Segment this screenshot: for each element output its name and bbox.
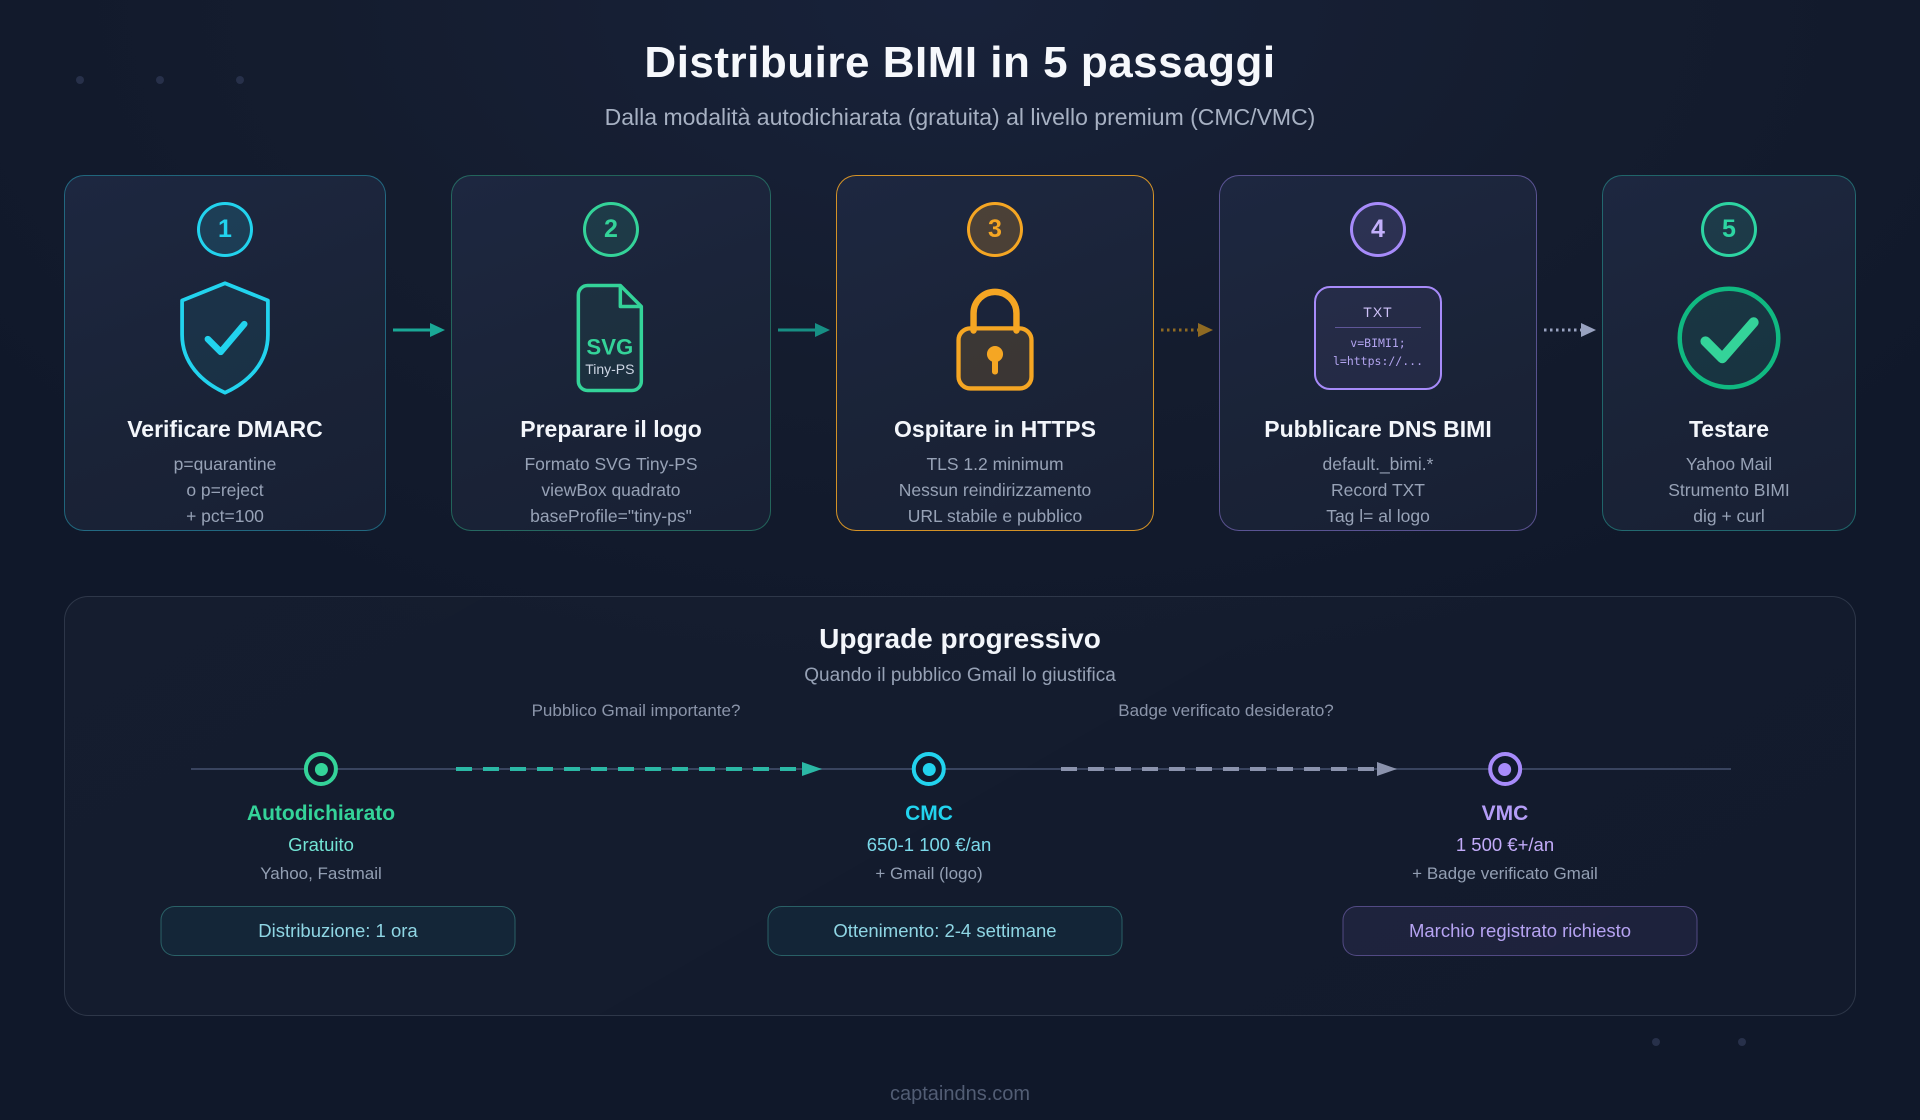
step-title: Testare bbox=[1688, 416, 1770, 443]
step-description: TLS 1.2 minimum Nessun reindirizzamento … bbox=[898, 454, 1092, 527]
stage-price: Gratuito bbox=[288, 834, 354, 855]
arrow-right-icon bbox=[1543, 323, 1596, 337]
step-icon-zone bbox=[943, 265, 1047, 410]
decorative-dot bbox=[1738, 1038, 1746, 1046]
svg-file-icon: SVG Tiny-PS bbox=[576, 283, 644, 392]
stage-note: + Gmail (logo) bbox=[875, 864, 983, 883]
timeline-node-icon bbox=[1487, 752, 1522, 786]
step-card-preparare-logo: 2 SVG Tiny-PS Preparare il logo Formato … bbox=[451, 175, 771, 531]
step-title: Pubblicare DNS BIMI bbox=[1264, 416, 1492, 443]
step-number-badge: 4 bbox=[1350, 202, 1406, 258]
step-icon-zone bbox=[173, 265, 277, 410]
stage-badge-ottenimento: Ottenimento: 2-4 settimane bbox=[767, 906, 1123, 956]
stage-cmc: CMC 650-1 100 €/an + Gmail (logo) bbox=[867, 752, 991, 884]
step-icon-zone: SVG Tiny-PS bbox=[569, 265, 653, 410]
stage-vmc: VMC 1 500 €+/an + Badge verificato Gmail bbox=[1412, 752, 1598, 884]
dns-record-type: TXT bbox=[1363, 304, 1393, 321]
decorative-dot bbox=[1652, 1038, 1660, 1046]
dashed-arrow-right-icon bbox=[1061, 762, 1397, 776]
svg-file-sublabel: Tiny-PS bbox=[585, 361, 634, 377]
dns-record-value-line: v=BIMI1; bbox=[1350, 336, 1406, 351]
timeline-node-icon bbox=[303, 752, 338, 786]
page-subtitle: Dalla modalità autodichiarata (gratuita)… bbox=[604, 104, 1316, 130]
timeline-baseline bbox=[191, 768, 1731, 770]
steps-row: 1 Verificare DMARC p=quarantine o p=reje… bbox=[64, 175, 1856, 531]
page-title: Distribuire BIMI in 5 passaggi bbox=[644, 38, 1276, 87]
step-card-verificare-dmarc: 1 Verificare DMARC p=quarantine o p=reje… bbox=[64, 175, 386, 531]
timeline-question-label: Pubblico Gmail importante? bbox=[531, 701, 741, 720]
step-arrow-gap bbox=[1537, 175, 1602, 531]
check-circle-icon bbox=[1677, 286, 1781, 390]
footer-site-name: captaindns.com bbox=[889, 1083, 1031, 1105]
upgrade-subtitle: Quando il pubblico Gmail lo giustifica bbox=[804, 665, 1116, 686]
stage-price: 1 500 €+/an bbox=[1455, 834, 1555, 855]
timeline-question-label: Badge verificato desiderato? bbox=[1118, 701, 1334, 720]
step-number-badge: 2 bbox=[583, 202, 639, 258]
stage-note: + Badge verificato Gmail bbox=[1412, 864, 1598, 883]
step-title: Verificare DMARC bbox=[127, 416, 323, 443]
step-arrow-gap bbox=[771, 175, 836, 531]
step-number-badge: 5 bbox=[1701, 202, 1757, 258]
stage-badge-marchio: Marchio registrato richiesto bbox=[1342, 906, 1698, 956]
step-description: Formato SVG Tiny-PS viewBox quadrato bas… bbox=[524, 454, 698, 527]
step-card-testare: 5 Testare Yahoo Mail Strumento BIMI dig … bbox=[1602, 175, 1856, 531]
svg-file-label: SVG bbox=[586, 334, 633, 359]
decorative-dot bbox=[156, 76, 164, 84]
decorative-dot bbox=[76, 76, 84, 84]
arrow-right-icon bbox=[392, 323, 445, 337]
step-icon-zone: TXT v=BIMI1; l=https://... bbox=[1314, 265, 1442, 410]
stage-name: CMC bbox=[905, 802, 953, 825]
step-arrow-gap bbox=[1154, 175, 1219, 531]
step-description: p=quarantine o p=reject + pct=100 bbox=[173, 454, 277, 527]
timeline-node-icon bbox=[912, 752, 946, 786]
padlock-icon bbox=[956, 288, 1034, 391]
stage-badge-distribuzione: Distribuzione: 1 ora bbox=[160, 906, 516, 956]
arrow-right-icon bbox=[777, 323, 830, 337]
step-number-badge: 1 bbox=[197, 202, 253, 258]
step-card-pubblicare-dns: 4 TXT v=BIMI1; l=https://... Pubblicare … bbox=[1219, 175, 1537, 531]
stage-autodichiarato: Autodichiarato Gratuito Yahoo, Fastmail bbox=[247, 752, 395, 884]
step-icon-zone bbox=[1673, 265, 1785, 410]
dns-record-value-line: l=https://... bbox=[1332, 354, 1423, 369]
stage-name: VMC bbox=[1481, 802, 1529, 825]
upgrade-title: Upgrade progressivo bbox=[819, 623, 1101, 654]
dns-record-divider bbox=[1335, 327, 1421, 329]
step-description: Yahoo Mail Strumento BIMI dig + curl bbox=[1668, 454, 1790, 527]
shield-check-icon bbox=[180, 281, 270, 395]
dashed-arrow-right-icon bbox=[456, 762, 822, 776]
step-card-ospitare-https: 3 Ospitare in HTTPS TLS 1.2 minimum Ness… bbox=[836, 175, 1154, 531]
stage-price: 650-1 100 €/an bbox=[866, 834, 992, 855]
step-number-badge: 3 bbox=[967, 202, 1023, 258]
upgrade-panel: Upgrade progressivo Quando il pubblico G… bbox=[64, 596, 1856, 1016]
dns-txt-record-icon: TXT v=BIMI1; l=https://... bbox=[1314, 285, 1442, 390]
arrow-right-icon bbox=[1160, 323, 1213, 337]
step-description: default._bimi.* Record TXT Tag l= al log… bbox=[1322, 454, 1434, 527]
step-title: Preparare il logo bbox=[520, 416, 702, 443]
step-arrow-gap bbox=[386, 175, 451, 531]
stage-note: Yahoo, Fastmail bbox=[260, 864, 382, 883]
step-title: Ospitare in HTTPS bbox=[894, 416, 1096, 443]
decorative-dot bbox=[236, 76, 244, 84]
stage-name: Autodichiarato bbox=[246, 802, 396, 825]
